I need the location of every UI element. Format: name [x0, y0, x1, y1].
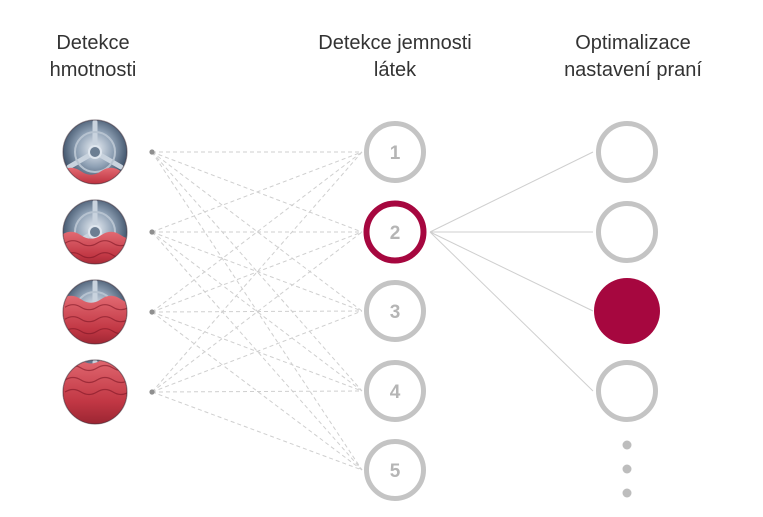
input-connection — [151, 391, 363, 471]
drum-load-low-icon — [62, 119, 155, 185]
more-options-dot — [622, 488, 632, 498]
fabric-node-label: 2 — [390, 223, 401, 244]
input-connection — [151, 151, 363, 233]
fabric-node-1: 1 — [364, 121, 426, 183]
drum-load-half-icon — [62, 199, 155, 265]
wash-option-node — [596, 121, 658, 183]
input-connection — [151, 310, 363, 393]
more-options-dot — [622, 440, 632, 450]
fabric-node-label: 4 — [390, 382, 401, 403]
input-connection — [151, 151, 363, 313]
wash-option-selected — [594, 278, 660, 344]
fabric-node-label: 5 — [390, 461, 401, 482]
more-options-dot — [622, 464, 632, 474]
drum-load-full-icon — [62, 359, 155, 425]
fabric-node-5: 5 — [364, 439, 426, 501]
output-connection — [429, 231, 594, 312]
input-connection — [151, 151, 363, 312]
weight-detection-title: Detekce hmotnosti — [49, 32, 137, 81]
wash-option-node — [596, 360, 658, 422]
fabric-detection-title: Detekce jemnosti látek — [318, 32, 472, 81]
input-connection — [151, 231, 363, 392]
input-node-dot — [149, 149, 155, 155]
wash-option-node — [596, 201, 658, 263]
fabric-node-label: 1 — [390, 143, 401, 164]
input-connection — [151, 231, 363, 313]
drum-load-high-icon — [62, 279, 155, 345]
input-connection — [151, 390, 363, 393]
fabric-node-3: 3 — [364, 280, 426, 342]
input-connection — [151, 311, 363, 471]
output-connection — [429, 151, 594, 233]
input-node-dot — [149, 389, 155, 395]
fabric-node-label: 3 — [390, 302, 401, 323]
input-connection — [151, 231, 363, 471]
input-node-dot — [149, 309, 155, 315]
input-connection — [151, 231, 363, 393]
output-connection — [429, 231, 594, 392]
wash-optimization-title: Optimalizace nastavení praní — [564, 32, 702, 81]
input-node-dot — [149, 229, 155, 235]
fabric-node-2: 2 — [363, 200, 427, 264]
input-connection — [151, 310, 363, 313]
fabric-node-4: 4 — [364, 360, 426, 422]
